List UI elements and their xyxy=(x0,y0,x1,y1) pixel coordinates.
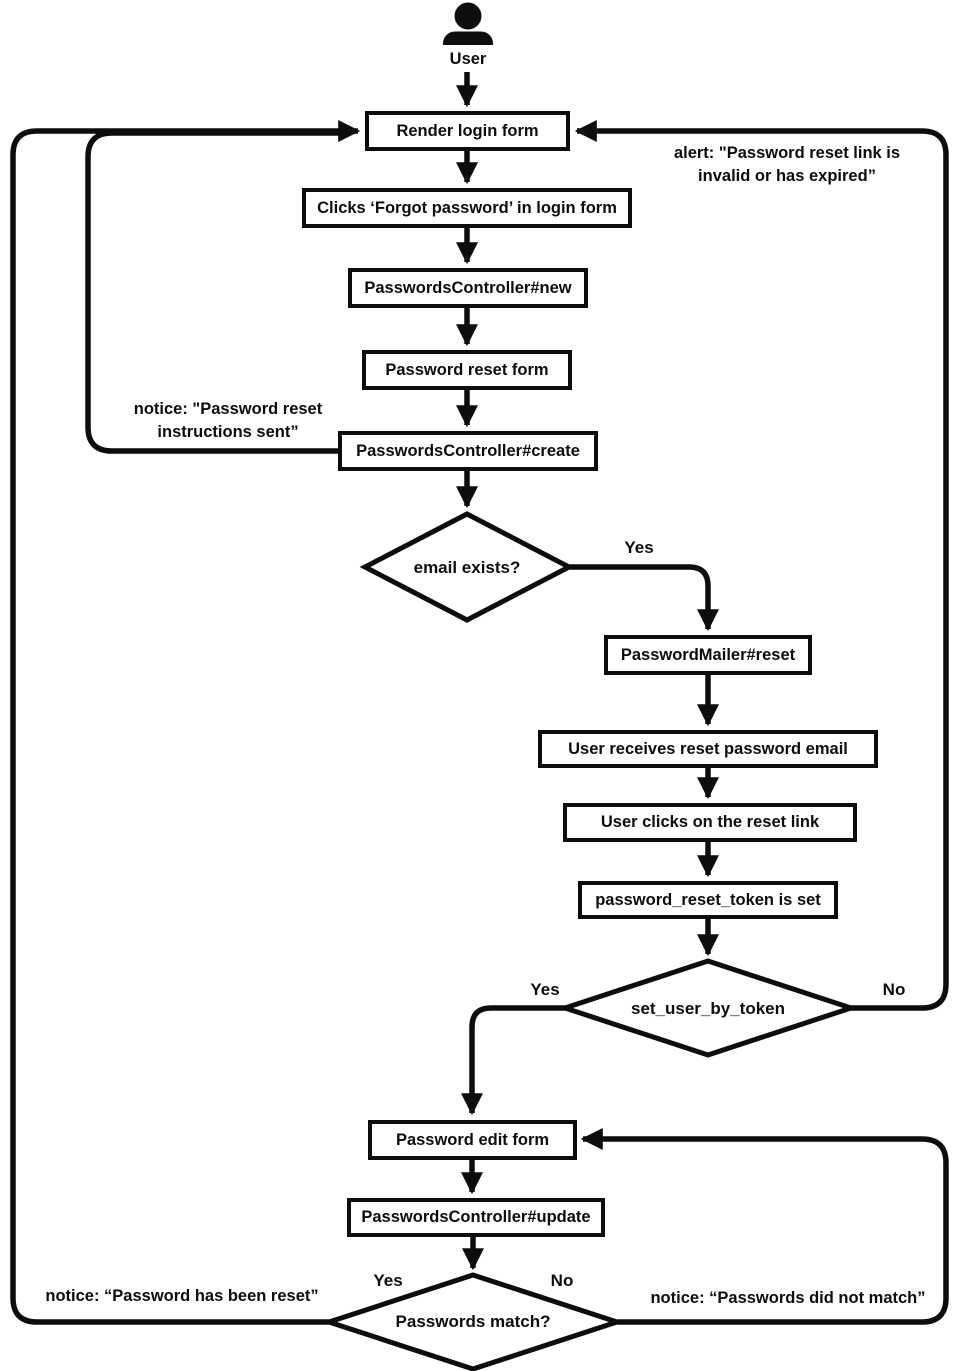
edge-create-notice-loop xyxy=(85,130,346,454)
edge-setuser-yes xyxy=(461,1005,565,1116)
annotation-notice-passwords-no-match: notice: “Passwords did not match” xyxy=(650,1289,926,1307)
annotation-notice-instructions-sent: notice: "Password reset instructions sen… xyxy=(133,400,323,441)
edge-label-match-yes: Yes xyxy=(373,1271,403,1290)
decision-email-exists-label: email exists? xyxy=(413,558,521,577)
node-passwords-controller-create: PasswordsController#create xyxy=(338,431,598,471)
node-user-clicks-reset-link: User clicks on the reset link xyxy=(563,803,857,842)
edge-label-set-user-no: No xyxy=(882,980,906,999)
decision-passwords-match-shape xyxy=(320,1272,626,1371)
node-clicks-forgot-password: Clicks ‘Forgot password’ in login form xyxy=(302,188,632,228)
edge-setuser-no-loop xyxy=(574,120,949,1011)
node-password-reset-form: Password reset form xyxy=(362,350,572,390)
node-render-login-form: Render login form xyxy=(365,111,570,151)
edge-match-yes-loop xyxy=(10,120,361,1325)
edge-match-no-loop xyxy=(580,1128,949,1325)
node-password-reset-token-set: password_reset_token is set xyxy=(578,881,838,919)
user-icon xyxy=(443,2,493,45)
node-user-receives-email: User receives reset password email xyxy=(538,730,878,768)
node-passwords-controller-new: PasswordsController#new xyxy=(348,268,588,308)
edge-label-email-exists-yes: Yes xyxy=(624,538,654,557)
decision-set-user-by-token-label: set_user_by_token xyxy=(630,999,786,1018)
annotation-notice-password-reset: notice: “Password has been reset” xyxy=(45,1287,319,1305)
node-passwords-controller-update: PasswordsController#update xyxy=(347,1198,605,1237)
node-password-edit-form: Password edit form xyxy=(368,1120,577,1160)
edge-label-match-no: No xyxy=(550,1271,574,1290)
edge-emailexists-yes xyxy=(569,564,719,632)
decision-passwords-match-label: Passwords match? xyxy=(395,1312,551,1331)
edge-label-set-user-yes: Yes xyxy=(530,980,560,999)
node-password-mailer-reset: PasswordMailer#reset xyxy=(604,635,812,675)
annotation-alert-link-invalid: alert: "Password reset link is invalid o… xyxy=(673,144,901,185)
decision-email-exists-shape xyxy=(359,511,575,623)
decision-set-user-by-token-shape xyxy=(556,958,860,1058)
actor-user-label: User xyxy=(449,50,487,68)
